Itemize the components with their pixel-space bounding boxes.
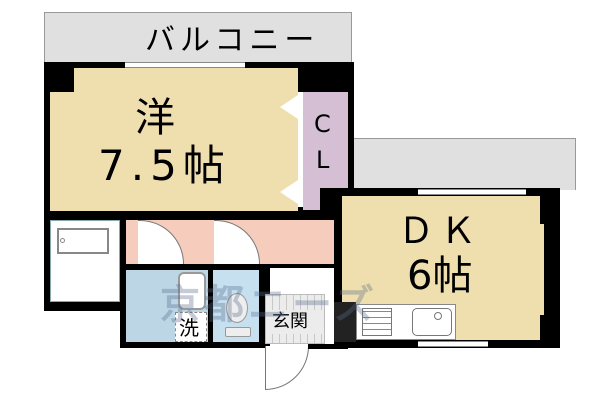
washbasin-icon xyxy=(178,272,206,310)
closet-door-marker xyxy=(280,180,298,204)
closet-label-bottom: L xyxy=(316,146,330,174)
kitchen-side-wall xyxy=(334,302,356,342)
closet-wall-strip xyxy=(298,92,303,207)
western-room xyxy=(50,68,298,211)
washroom-label: 洗 xyxy=(179,316,199,340)
balcony-label: バルコニー xyxy=(145,23,320,58)
bathtub-icon xyxy=(57,228,109,254)
watermark: 京都ニーズ xyxy=(160,282,378,328)
western-room-window xyxy=(125,62,245,68)
toilet-tank-icon xyxy=(225,327,251,337)
western-room-size: 7.5帖 xyxy=(98,141,231,190)
closet-label-top: C xyxy=(314,110,331,138)
balcony-lower xyxy=(346,138,576,190)
balcony xyxy=(44,12,352,64)
western-room-type: 洋 xyxy=(135,95,175,141)
dk-window-bottom xyxy=(418,341,488,347)
drain-icon xyxy=(60,238,65,243)
entrance-label: 玄関 xyxy=(272,311,308,332)
dk-type: ＤＫ xyxy=(398,211,483,252)
washroom-label-box xyxy=(175,312,207,342)
dk-window-top xyxy=(418,189,526,195)
toilet-icon xyxy=(226,293,248,323)
dk-pillar xyxy=(540,315,560,345)
entrance-label-bg xyxy=(268,310,322,334)
western-room-pillar xyxy=(44,62,74,92)
dk-pillar xyxy=(540,196,560,224)
stove-icon xyxy=(362,308,392,336)
dk-size: 6帖 xyxy=(407,253,473,299)
entrance-door[interactable] xyxy=(265,346,309,390)
entrance-wall xyxy=(308,344,348,349)
sink-icon xyxy=(412,308,452,336)
closet-door-marker xyxy=(280,95,298,119)
faucet-icon xyxy=(434,312,442,320)
